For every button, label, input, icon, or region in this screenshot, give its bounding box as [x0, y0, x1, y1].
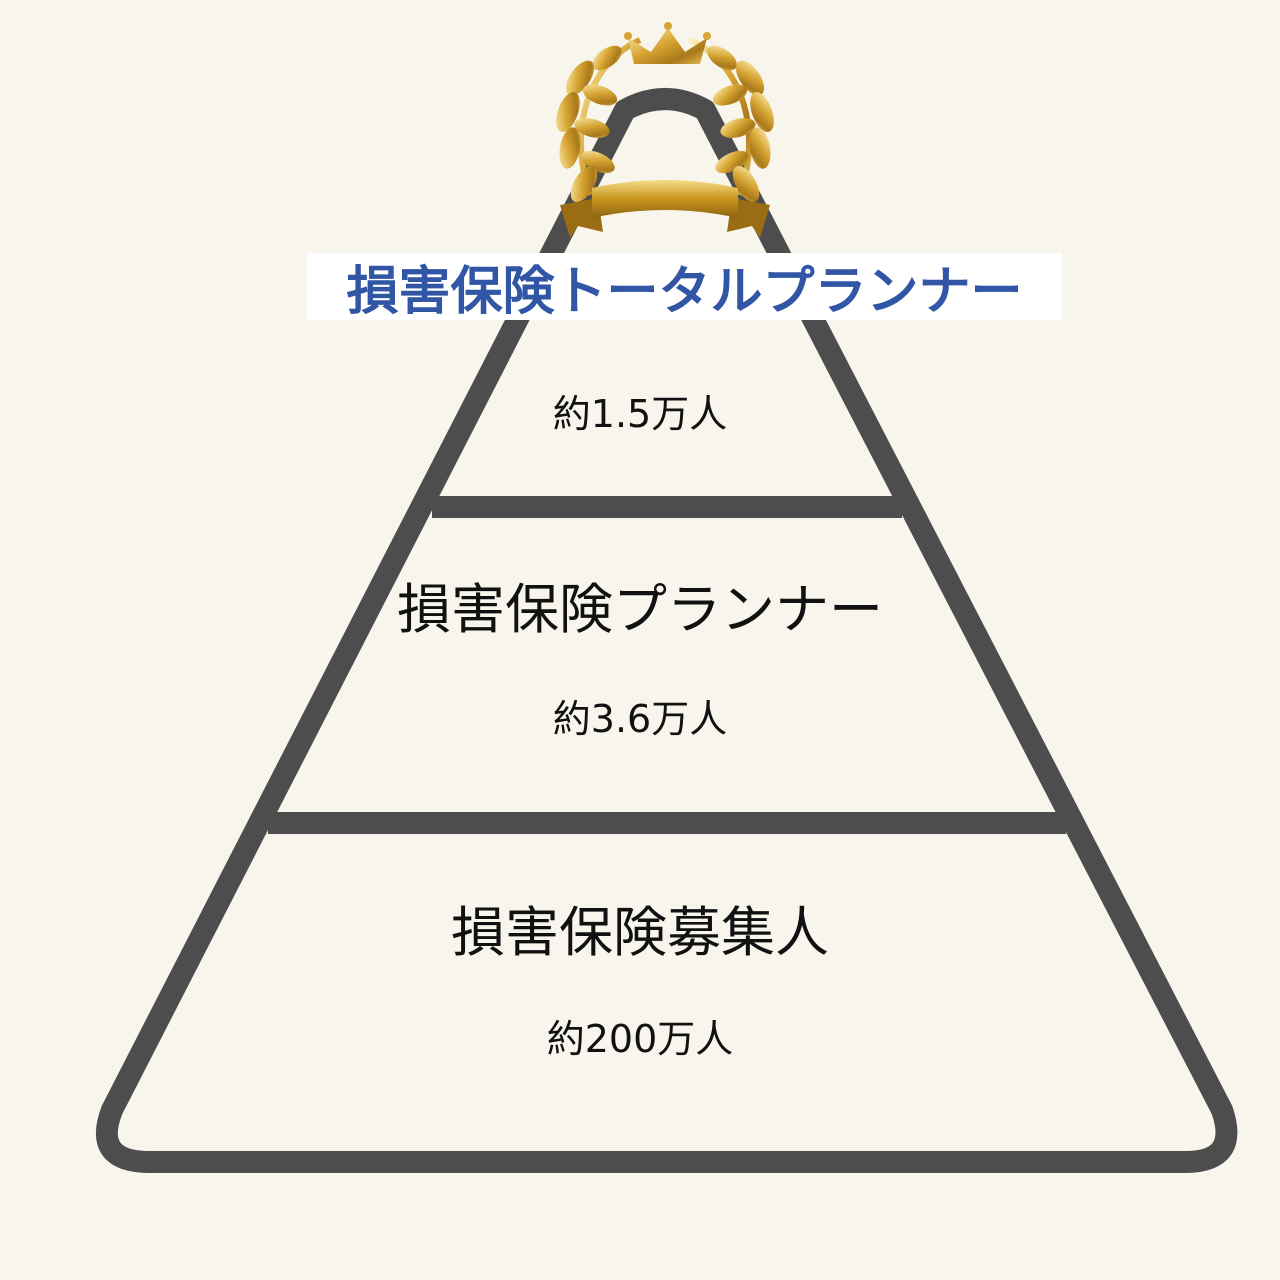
middle-tier-name: 損害保険プランナー: [397, 578, 883, 641]
bottom-tier-count: 約200万人: [546, 1017, 734, 1061]
top-tier-title-box: 損害保険トータルプランナー: [307, 253, 1062, 322]
ribbon-banner-icon: [560, 180, 770, 238]
laurel-wreath-icon: [556, 37, 774, 203]
top-tier-count: 約1.5万人: [552, 392, 728, 436]
pyramid-outline: [96, 88, 1238, 1173]
top-tier-title: 損害保険トータルプランナー: [346, 262, 1023, 322]
crown-icon: [628, 28, 707, 64]
middle-tier-count: 約3.6万人: [552, 697, 728, 741]
bottom-tier-name: 損害保険募集人: [451, 901, 829, 964]
